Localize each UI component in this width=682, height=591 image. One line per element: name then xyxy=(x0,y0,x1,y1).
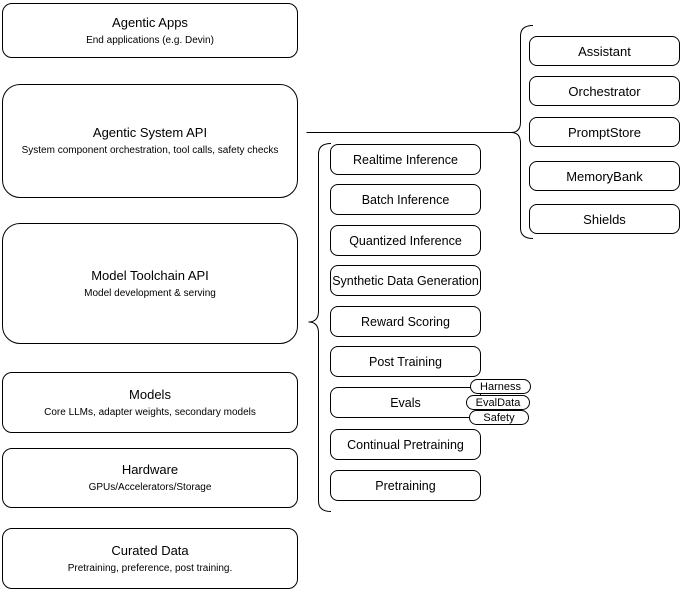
toolchain-item-reward-scoring: Reward Scoring xyxy=(330,306,481,337)
box-subtitle: Core LLMs, adapter weights, secondary mo… xyxy=(44,406,256,418)
component-shields: Shields xyxy=(529,204,680,234)
eval-tag-evaldata: EvalData xyxy=(466,395,530,410)
toolchain-item-label: Batch Inference xyxy=(361,192,450,207)
toolchain-item-synthetic-data-generation: Synthetic Data Generation xyxy=(330,265,481,296)
box-title: Agentic System API xyxy=(92,125,208,140)
toolchain-item-pretraining: Pretraining xyxy=(330,470,481,501)
hardware-box: Hardware GPUs/Accelerators/Storage xyxy=(2,448,298,508)
box-subtitle: GPUs/Accelerators/Storage xyxy=(88,482,212,493)
toolchain-item-label: Quantized Inference xyxy=(349,233,462,248)
component-assistant: Assistant xyxy=(529,36,680,66)
box-subtitle: Model development & serving xyxy=(84,287,216,299)
component-label: MemoryBank xyxy=(566,168,643,184)
box-subtitle: System component orchestration, tool cal… xyxy=(21,145,279,156)
components-brace xyxy=(510,25,534,239)
toolchain-item-label: Pretraining xyxy=(375,478,436,493)
toolchain-item-evals: Evals xyxy=(330,387,481,418)
box-title: Curated Data xyxy=(111,542,189,558)
box-title: Agentic Apps xyxy=(112,14,188,30)
toolchain-item-post-training: Post Training xyxy=(330,346,481,377)
component-memorybank: MemoryBank xyxy=(529,161,680,191)
component-label: Orchestrator xyxy=(568,83,641,99)
box-subtitle: Pretraining, preference, post training. xyxy=(67,562,233,574)
toolchain-item-realtime-inference: Realtime Inference xyxy=(330,144,481,175)
eval-tag-label: EvalData xyxy=(475,396,521,409)
toolchain-item-label: Realtime Inference xyxy=(353,152,458,167)
toolchain-brace xyxy=(308,143,332,512)
eval-tag-label: Harness xyxy=(480,380,521,393)
component-label: Assistant xyxy=(578,43,631,59)
toolchain-item-label: Continual Pretraining xyxy=(347,437,464,452)
eval-tag-label: Safety xyxy=(483,411,515,424)
model-toolchain-api-box: Model Toolchain API Model development & … xyxy=(2,223,298,344)
eval-tag-harness: Harness xyxy=(470,379,531,394)
box-subtitle: End applications (e.g. Devin) xyxy=(86,34,214,46)
box-title: Model Toolchain API xyxy=(91,267,209,283)
eval-tag-safety: Safety xyxy=(469,410,529,425)
models-box: Models Core LLMs, adapter weights, secon… xyxy=(2,372,298,433)
component-label: Shields xyxy=(583,211,626,227)
box-title: Hardware xyxy=(121,462,179,477)
toolchain-item-batch-inference: Batch Inference xyxy=(330,184,481,215)
agentic-system-api-box: Agentic System API System component orch… xyxy=(2,84,298,198)
toolchain-item-label: Evals xyxy=(390,395,421,410)
toolchain-item-label: Synthetic Data Generation xyxy=(332,273,479,288)
component-label: PromptStore xyxy=(568,124,641,140)
curated-data-box: Curated Data Pretraining, preference, po… xyxy=(2,528,298,589)
toolchain-item-quantized-inference: Quantized Inference xyxy=(330,225,481,256)
agentic-apps-box: Agentic Apps End applications (e.g. Devi… xyxy=(2,3,298,58)
component-orchestrator: Orchestrator xyxy=(529,76,680,106)
toolchain-item-label: Reward Scoring xyxy=(361,314,450,329)
box-title: Models xyxy=(129,386,171,402)
toolchain-item-continual-pretraining: Continual Pretraining xyxy=(330,429,481,460)
component-promptstore: PromptStore xyxy=(529,117,680,147)
toolchain-item-label: Post Training xyxy=(369,354,442,369)
